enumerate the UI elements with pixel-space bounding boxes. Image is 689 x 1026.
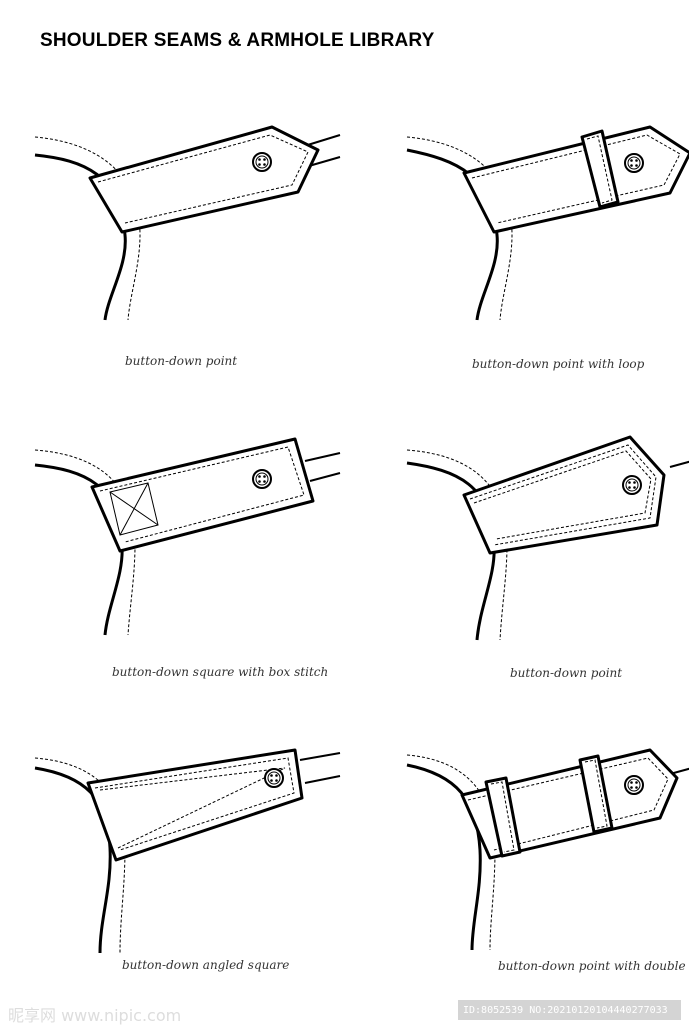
diagonal-stitch-icon <box>99 767 286 849</box>
figure-button-down-angled-square <box>30 738 360 968</box>
shoulder-diagram-4 <box>406 435 689 641</box>
button-icon <box>264 768 284 788</box>
caption-3: button-down square with box stitch <box>112 665 329 679</box>
shoulder-diagram-2 <box>406 125 689 321</box>
loop-strap-icon <box>578 754 614 834</box>
figure-button-down-square-box-stitch <box>30 425 360 655</box>
watermark-id-box <box>458 1000 681 1020</box>
shoulder-diagram-6 <box>406 748 689 951</box>
loop-strap-icon <box>580 129 620 209</box>
page-title: SHOULDER SEAMS & ARMHOLE LIBRARY <box>40 30 435 51</box>
figure-button-down-point-double <box>402 425 689 655</box>
figure-button-down-point-double-loop <box>402 740 689 970</box>
caption-6: button-down point with double loo <box>498 959 689 973</box>
shoulder-diagram-5 <box>34 748 341 954</box>
watermark-logo: 昵享网 www.nipic.com <box>8 1006 182 1025</box>
button-icon <box>624 153 644 173</box>
shoulder-diagram-3 <box>34 437 341 636</box>
figure-button-down-point <box>30 115 360 345</box>
caption-2: button-down point with loop <box>472 357 645 371</box>
caption-1: button-down point <box>125 354 238 368</box>
caption-5: button-down angled square <box>122 958 290 972</box>
box-stitch-icon <box>109 482 159 536</box>
button-icon <box>624 775 644 795</box>
loop-strap-icon <box>484 776 522 858</box>
shoulder-diagram-1 <box>34 125 341 321</box>
figure-button-down-point-with-loop <box>402 115 689 345</box>
caption-4: button-down point <box>510 666 623 680</box>
button-icon <box>252 469 272 489</box>
button-icon <box>252 152 272 172</box>
watermark-id-text: ID:8052539 NO:20210120104440277033 <box>463 1005 668 1016</box>
button-icon <box>622 475 642 495</box>
